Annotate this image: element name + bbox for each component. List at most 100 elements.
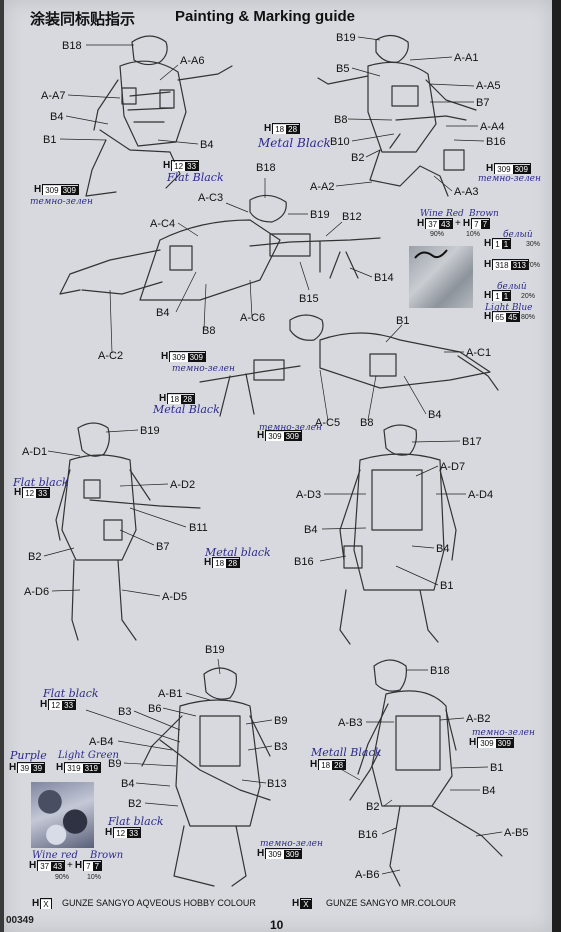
part-label: A-A4: [480, 121, 505, 133]
page-binding-edge: [552, 0, 561, 932]
part-label: B4: [436, 543, 450, 555]
part-label: B13: [267, 778, 287, 790]
part-label: A-D7: [440, 461, 466, 473]
part-label: B19: [205, 644, 225, 656]
part-label: B16: [486, 136, 506, 148]
part-label: B4: [121, 778, 135, 790]
part-label: B16: [358, 829, 378, 841]
mix-percent: 20%: [521, 293, 536, 300]
part-label: B2: [128, 798, 142, 810]
mix-percent: 30%: [526, 241, 541, 248]
part-label: A-D4: [468, 489, 494, 501]
part-label: A-D1: [22, 446, 48, 458]
part-label: B3: [274, 741, 288, 753]
part-label: A-B6: [355, 869, 380, 881]
part-label: B10: [330, 136, 350, 148]
part-label: A-C5: [315, 417, 341, 429]
part-label: A-B5: [504, 827, 529, 839]
mix-percent: 10%: [87, 874, 102, 881]
part-label: B6: [148, 703, 162, 715]
part-label: B14: [374, 272, 394, 284]
mix-percent: 90%: [55, 874, 70, 881]
part-label: B1: [43, 134, 57, 146]
part-label: A-A1: [454, 52, 479, 64]
part-label: A-A6: [180, 55, 205, 67]
part-label: A-A2: [310, 181, 335, 193]
part-label: B19: [140, 425, 160, 437]
part-label: B4: [156, 307, 170, 319]
part-label: A-A5: [476, 80, 501, 92]
handwritten-note: белый: [497, 282, 527, 292]
english-title: Painting & Marking guide: [175, 8, 356, 25]
page-number: 10: [270, 918, 284, 932]
handwritten-note: Purple: [10, 749, 47, 762]
handwritten-note: белый: [503, 230, 533, 240]
mix-percent: 90%: [430, 231, 445, 238]
part-label: B18: [430, 665, 450, 677]
legend-mr-text: GUNZE SANGYO MR.COLOUR: [326, 898, 457, 908]
part-label: A-B4: [89, 736, 114, 748]
part-label: B19: [336, 32, 356, 44]
part-label: A-D6: [24, 586, 50, 598]
handwritten-note: Metal Black: [258, 136, 331, 150]
part-label: A-B3: [338, 717, 363, 729]
handwritten-note: Flat black: [13, 476, 69, 489]
handwritten-note: Brown: [469, 209, 499, 219]
camouflage-swatch-lower: [31, 782, 94, 848]
part-label: B12: [342, 211, 362, 223]
handwritten-note: темно-зелен: [478, 174, 541, 184]
item-number: 00349: [6, 915, 34, 926]
part-label: B9: [108, 758, 122, 770]
part-label: B11: [189, 522, 208, 534]
handwritten-note: Light Blue: [485, 303, 533, 313]
part-label: A-C4: [150, 218, 176, 230]
part-label: B9: [274, 715, 288, 727]
handwritten-note: Metall Black: [311, 746, 382, 759]
part-label: A-C3: [198, 192, 224, 204]
handwritten-note: темно-зелен: [260, 839, 323, 849]
part-label: A-D3: [296, 489, 322, 501]
handwritten-note: Wine red: [32, 850, 78, 861]
part-label: B7: [156, 541, 170, 553]
part-label: B19: [310, 209, 330, 221]
handwritten-note: Metal black: [205, 546, 271, 559]
handwritten-note: Flat Black: [167, 171, 224, 184]
handwritten-note: Flat black: [108, 815, 164, 828]
part-label: B18: [256, 162, 276, 174]
part-label: B8: [360, 417, 374, 429]
part-label: B4: [200, 139, 214, 151]
part-label: B1: [396, 315, 410, 327]
part-label: B4: [304, 524, 318, 536]
handwritten-note: темно-зелен: [259, 423, 322, 433]
handwritten-note: Wine Red: [420, 209, 464, 219]
part-label: A-B2: [466, 713, 491, 725]
part-label: B2: [366, 801, 380, 813]
part-label: B5: [336, 63, 350, 75]
handwritten-note: Metal Black: [153, 403, 220, 416]
part-label: B18: [62, 40, 82, 52]
part-label: B8: [202, 325, 216, 337]
chinese-title: 涂装同标贴指示: [30, 10, 136, 28]
part-label: B4: [428, 409, 442, 421]
part-label: B7: [476, 97, 490, 109]
mix-percent: 70%: [526, 262, 541, 269]
